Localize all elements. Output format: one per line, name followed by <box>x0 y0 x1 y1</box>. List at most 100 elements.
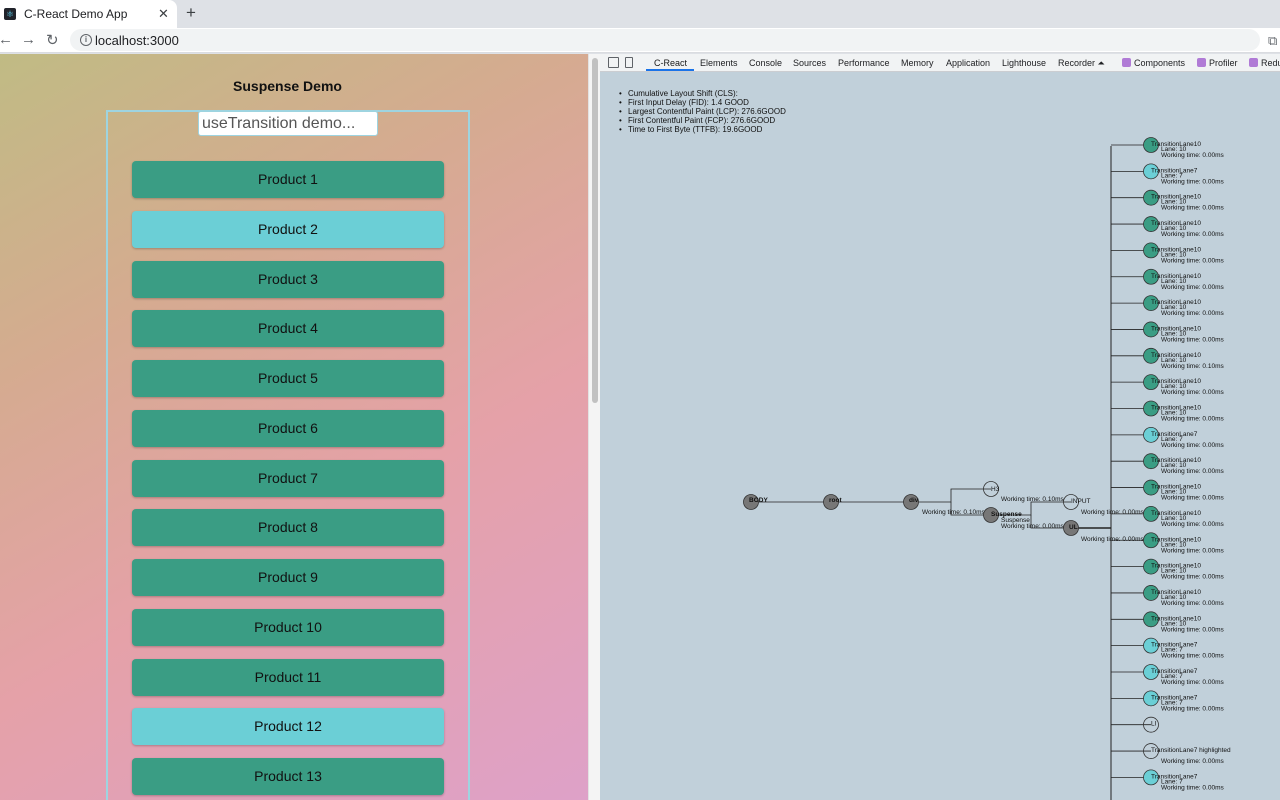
tree-leaf-node[interactable] <box>1143 690 1159 707</box>
new-tab-icon[interactable]: + <box>186 3 196 22</box>
devtools-tab-c-react[interactable]: C-React <box>654 58 687 68</box>
tree-node[interactable] <box>743 494 759 510</box>
active-tab-indicator <box>646 69 694 71</box>
tree-leaf-node[interactable] <box>1143 163 1159 180</box>
product-button[interactable]: Product 6 <box>132 409 444 447</box>
product-button[interactable]: Product 5 <box>132 360 444 397</box>
address-bar[interactable]: i localhost:3000 <box>70 29 1260 51</box>
tree-node-time: Working time: 0.10ms <box>1001 496 1064 503</box>
tree-leaf-node[interactable] <box>1143 268 1159 285</box>
product-button[interactable]: Product 9 <box>132 559 444 596</box>
devtools-tab-profiler[interactable]: Profiler <box>1197 58 1238 68</box>
product-button[interactable]: Product 13 <box>132 758 444 795</box>
tree-leaf-node[interactable] <box>1143 558 1159 575</box>
extension-badge-icon <box>1249 58 1258 67</box>
devtools-tab-redux[interactable]: Redux <box>1249 58 1280 68</box>
tree-node[interactable] <box>1063 494 1079 510</box>
product-button[interactable]: Product 8 <box>132 509 444 547</box>
tree-leaf-time: Working time: 0.00ms <box>1161 653 1224 660</box>
product-button[interactable]: Product 10 <box>132 608 444 646</box>
devtools-tab-label: Memory <box>901 58 934 68</box>
devtools-tab-label: Elements <box>700 58 738 68</box>
tree-leaf-node[interactable] <box>1143 400 1159 417</box>
devtools-tab-sources[interactable]: Sources <box>793 58 826 68</box>
tree-edge <box>911 488 991 503</box>
devtools-tab-components[interactable]: Components <box>1122 58 1185 68</box>
tree-leaf-node[interactable] <box>1143 189 1159 206</box>
browser-tab[interactable]: ⚛ C-React Demo App ✕ <box>0 0 177 28</box>
tree-leaf-time: Working time: 0.00ms <box>1161 231 1224 238</box>
product-button[interactable]: Product 1 <box>132 161 444 198</box>
info-icon[interactable]: i <box>80 34 92 46</box>
tree-leaf-node[interactable] <box>1143 637 1159 654</box>
tree-leaf-time: Working time: 0.00ms <box>1161 784 1224 791</box>
tree-leaf-node[interactable] <box>1143 242 1159 259</box>
product-button[interactable]: Product 11 <box>132 658 444 696</box>
back-icon[interactable]: ← <box>0 31 13 48</box>
product-button[interactable]: Product 4 <box>132 310 444 348</box>
tree-leaf-name: TransitionLane7 highlighted <box>1151 747 1231 754</box>
tree-leaf-node[interactable] <box>1143 743 1159 759</box>
reload-icon[interactable]: ↻ <box>46 32 59 49</box>
devtools-tab-label: Lighthouse <box>1002 58 1047 68</box>
tree-node[interactable] <box>903 494 919 510</box>
tree-node-label: root <box>829 497 842 504</box>
product-button[interactable]: Product 7 <box>132 459 444 497</box>
tree-leaf-node[interactable] <box>1143 505 1159 522</box>
tree-leaf-node[interactable] <box>1143 716 1159 733</box>
devtools-tab-lighthouse[interactable]: Lighthouse <box>1002 58 1046 68</box>
inspect-element-icon[interactable] <box>608 57 619 68</box>
product-button[interactable]: Product 12 <box>132 708 444 746</box>
tree-node-sublabel: Suspense <box>1001 517 1030 524</box>
devtools-tab-elements[interactable]: Elements <box>700 58 738 68</box>
tree-leaf-time: Working time: 0.00ms <box>1161 705 1224 712</box>
product-button[interactable]: Product 3 <box>132 260 444 298</box>
tree-leaf-node[interactable] <box>1143 532 1159 549</box>
devtools-tab-application[interactable]: Application <box>946 58 990 68</box>
search-input[interactable] <box>198 111 378 136</box>
tree-node[interactable] <box>983 481 999 497</box>
device-toolbar-icon[interactable] <box>625 57 633 68</box>
tree-leaf-node[interactable] <box>1143 585 1159 601</box>
tree-leaf-node[interactable] <box>1143 321 1159 338</box>
forward-icon[interactable]: → <box>21 31 36 48</box>
extension-icon[interactable]: ⧉ <box>1268 33 1278 48</box>
tree-leaf-node[interactable] <box>1143 769 1159 786</box>
tree-leaf-node[interactable] <box>1143 295 1159 312</box>
tree-leaf-node[interactable] <box>1143 426 1159 443</box>
devtools-tab-label: Performance <box>838 58 890 68</box>
tree-leaf-time: Working time: 0.00ms <box>1161 468 1224 475</box>
tree-leaf-name: TransitionLane10 <box>1151 273 1201 280</box>
tab-title: C-React Demo App <box>24 7 128 21</box>
tree-leaf-name: TransitionLane10 <box>1151 405 1201 412</box>
product-button[interactable]: Product 2 <box>132 210 444 248</box>
tree-leaf-node[interactable] <box>1143 137 1159 153</box>
tree-leaf-node[interactable] <box>1143 347 1159 364</box>
devtools-tab-memory[interactable]: Memory <box>901 58 934 68</box>
tree-leaf-lane: Lane: 10 <box>1161 462 1187 469</box>
tree-node-label: H3 <box>991 486 1000 493</box>
devtools-tab-console[interactable]: Console <box>749 58 782 68</box>
tree-node[interactable] <box>1063 520 1079 536</box>
tree-leaf-lane: Lane: 7 <box>1161 699 1183 706</box>
tree-leaf-node[interactable] <box>1143 611 1159 628</box>
tree-leaf-node[interactable] <box>1143 453 1159 470</box>
tree-leaf-time: Working time: 0.00ms <box>1161 205 1224 212</box>
devtools-tab-performance[interactable]: Performance <box>838 58 890 68</box>
tree-leaf-node[interactable] <box>1143 479 1159 496</box>
close-icon[interactable]: ✕ <box>158 6 169 21</box>
tree-node[interactable] <box>983 507 999 523</box>
page-title: Suspense Demo <box>233 78 342 94</box>
tree-leaf-time: Working time: 0.00ms <box>1161 416 1224 423</box>
page-scrollbar[interactable] <box>588 54 600 800</box>
tree-node[interactable] <box>823 494 839 510</box>
tree-leaf-time: Working time: 0.00ms <box>1161 336 1224 343</box>
tree-leaf-node[interactable] <box>1143 664 1159 680</box>
tree-leaf-node[interactable] <box>1143 374 1159 391</box>
devtools-tab-recorder[interactable]: Recorder ⏶ <box>1058 58 1105 69</box>
tree-leaf-name: TransitionLane10 <box>1151 141 1201 148</box>
tree-leaf-name: TransitionLane10 <box>1151 378 1201 385</box>
tree-leaf-node[interactable] <box>1143 216 1159 232</box>
scrollbar-thumb[interactable] <box>592 58 598 403</box>
